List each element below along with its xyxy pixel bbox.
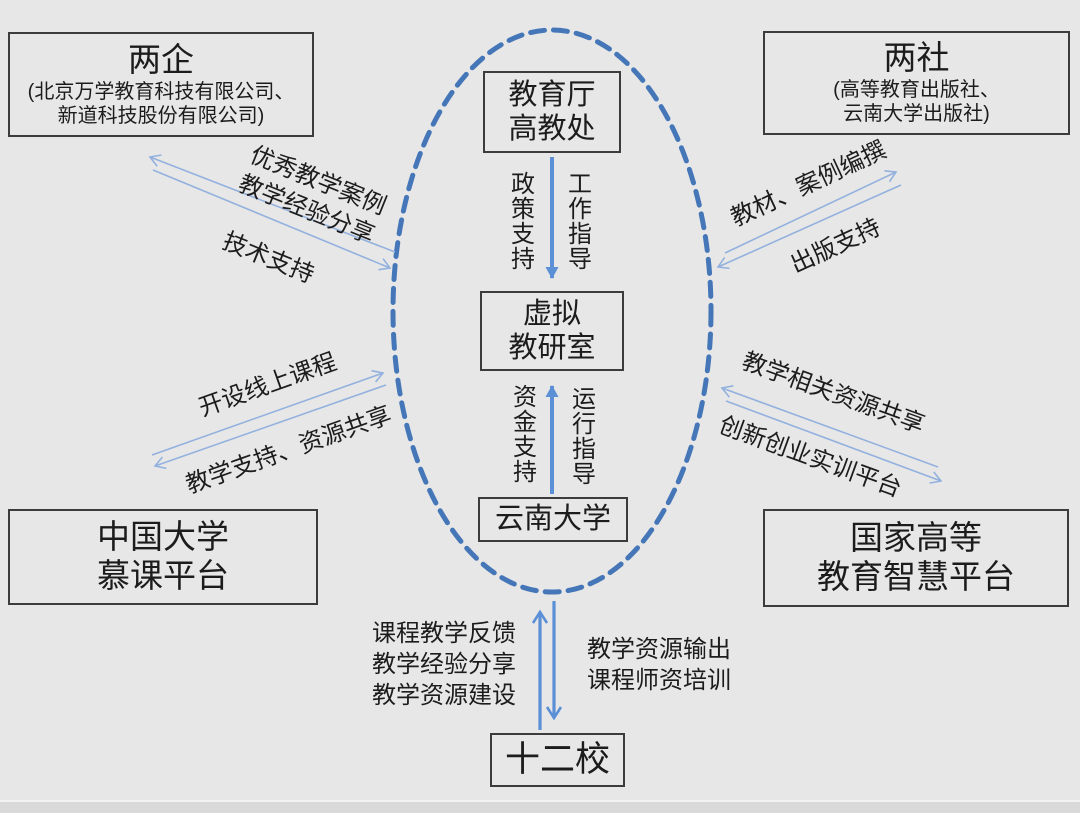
arrows-top-right-exchange — [716, 170, 902, 270]
two-presses-sub1: (高等教育出版社、 — [833, 79, 1000, 102]
mooc-line2: 慕课平台 — [97, 557, 229, 594]
label-experience-share: 教学经验分享 — [372, 651, 516, 678]
education-dept-line2: 高教处 — [508, 113, 596, 145]
arrows-top-left-exchange — [148, 154, 396, 271]
box-twelve-schools: 十二校 — [490, 733, 625, 787]
virtual-office-line1: 虚拟 — [522, 297, 581, 330]
virtual-office-line2: 教研室 — [508, 332, 596, 364]
arrows-bottom-left-exchange — [151, 369, 387, 470]
label-course-feedback: 课程教学反馈 — [372, 620, 516, 647]
box-virtual-office: 虚拟 教研室 — [480, 291, 624, 371]
twelve-schools-title: 十二校 — [504, 740, 610, 780]
arrows-twelve-schools-exchange — [531, 601, 563, 730]
two-presses-title: 两社 — [883, 39, 950, 77]
national-line1: 国家高等 — [850, 519, 982, 557]
two-companies-sub2: 新道科技股份有限公司) — [57, 104, 265, 127]
two-companies-sub1: (北京万学教育科技有限公司、 — [27, 80, 295, 103]
label-policy-support: 政策支持 — [506, 171, 534, 271]
box-national-platform: 国家高等 教育智慧平台 — [763, 509, 1069, 607]
box-two-presses: 两社 (高等教育出版社、 云南大学出版社) — [763, 31, 1070, 135]
label-operation-guidance: 运行指导 — [567, 386, 595, 486]
national-line2: 教育智慧平台 — [817, 558, 1015, 595]
label-block-twelve-schools-up: 课程教学反馈 教学经验分享 教学资源建设 — [372, 618, 516, 711]
box-mooc-platform: 中国大学 慕课平台 — [8, 509, 318, 605]
arrows-bottom-right-exchange — [720, 385, 943, 484]
mooc-line1: 中国大学 — [97, 518, 229, 556]
box-education-dept: 教育厅 高教处 — [483, 71, 621, 153]
label-resource-building: 教学资源建设 — [372, 682, 516, 709]
label-work-guidance: 工作指导 — [563, 171, 591, 271]
label-block-twelve-schools-down: 教学资源输出 课程师资培训 — [587, 634, 731, 696]
education-dept-line1: 教育厅 — [508, 78, 596, 111]
box-yunnan-university: 云南大学 — [478, 497, 628, 542]
ecosystem-boundary-ellipse — [390, 27, 714, 595]
two-companies-title: 两企 — [128, 40, 194, 78]
label-resource-output: 教学资源输出 — [587, 636, 731, 663]
yunnan-university-title: 云南大学 — [494, 503, 611, 536]
two-presses-sub2: 云南大学出版社) — [843, 103, 990, 126]
label-funding-support: 资金支持 — [508, 384, 536, 484]
box-two-companies: 两企 (北京万学教育科技有限公司、 新道科技股份有限公司) — [8, 32, 314, 137]
bottom-edge-strip — [0, 800, 1080, 813]
label-teacher-training: 课程师资培训 — [587, 667, 731, 694]
